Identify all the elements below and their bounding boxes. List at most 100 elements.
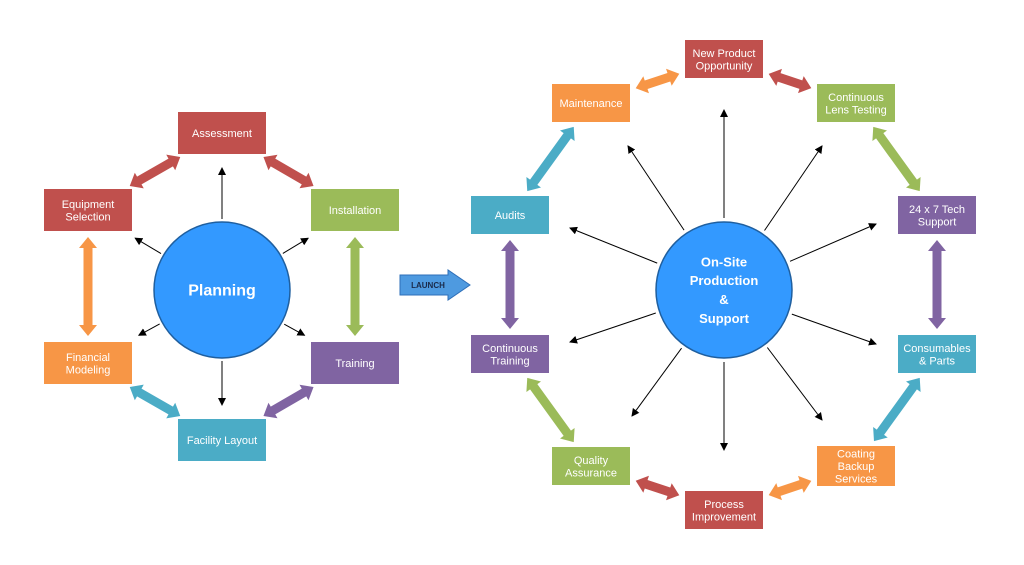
planning-hub-label: Planning (188, 283, 256, 300)
maintenance-box: Maintenance (552, 84, 630, 122)
maintenance-label: Maintenance (560, 98, 623, 110)
facility-layout-box: Facility Layout (178, 419, 266, 461)
production-hub-label: & (719, 292, 728, 307)
installation-label: Installation (329, 205, 382, 217)
spoke-arrow-equipment-selection (134, 237, 162, 255)
financial-modeling-box-fill (44, 342, 132, 384)
assessment-box: Assessment (178, 112, 266, 154)
planning-hub: Planning (153, 221, 291, 359)
connector-audits-maintenance (526, 126, 575, 192)
planning-hub-circle (153, 221, 291, 359)
spoke-arrow-continuous-lens-testing (764, 145, 823, 231)
continuous-lens-testing-box-fill (817, 84, 895, 122)
production-hub-label: On-Site (701, 254, 747, 269)
facility-layout-box-fill (178, 419, 266, 461)
process-improvement-label: Improvement (692, 511, 756, 523)
launch-arrow-shape (399, 269, 471, 301)
coating-backup-services-label: Coating (837, 449, 875, 461)
connector-process-improvement-quality-assurance (635, 475, 680, 501)
tech-support-label: Support (918, 216, 957, 228)
connector-continuous-training-audits (501, 240, 519, 329)
quality-assurance-box-fill (552, 447, 630, 485)
tech-support-label: 24 x 7 Tech (909, 204, 965, 216)
connector-coating-backup-services-process-improvement (768, 475, 812, 501)
consumables-parts-box-fill (898, 335, 976, 373)
continuous-training-label: Continuous (482, 343, 538, 355)
production-hub-label: Support (699, 311, 749, 326)
installation-box-fill (311, 189, 399, 231)
coating-backup-services-label: Backup (838, 461, 875, 473)
audits-label: Audits (495, 210, 526, 222)
training-label: Training (335, 358, 374, 370)
continuous-lens-testing-label: Lens Testing (825, 104, 887, 116)
spoke-arrow-maintenance (627, 145, 685, 231)
connector-new-product-opportunity-continuous-lens-testing (768, 68, 812, 94)
connector-assessment-installation (263, 154, 314, 189)
spoke-arrows (134, 109, 877, 451)
spoke-arrow-installation (282, 237, 309, 254)
new-product-opportunity-label: Opportunity (696, 60, 753, 72)
coating-backup-services-box-fill (817, 446, 895, 486)
connector-installation-training (346, 237, 364, 336)
spoke-arrow-audits (569, 226, 658, 264)
continuous-lens-testing-label: Continuous (828, 92, 884, 104)
financial-modeling-label: Modeling (66, 364, 111, 376)
connector-training-facility-layout (263, 384, 314, 419)
spoke-arrow-quality-assurance (631, 347, 682, 417)
connector-tech-support-consumables-parts (928, 240, 946, 329)
new-product-opportunity-box-fill (685, 40, 763, 78)
spoke-arrow-financial-modeling (137, 323, 160, 336)
audits-box: Audits (471, 196, 549, 234)
spoke-arrow-consumables-parts (791, 313, 877, 346)
audits-box-fill (471, 196, 549, 234)
cycle-connectors (79, 68, 946, 501)
consumables-parts-label: & Parts (919, 355, 956, 367)
consumables-parts-label: Consumables (903, 343, 971, 355)
launch-label: LAUNCH (411, 281, 445, 290)
maintenance-box-fill (552, 84, 630, 122)
financial-modeling-label: Financial (66, 352, 110, 364)
spoke-arrow-tech-support (789, 223, 877, 262)
spoke-arrow-training (284, 323, 306, 336)
connector-consumables-parts-coating-backup-services (873, 377, 921, 442)
continuous-training-label: Training (490, 355, 529, 367)
facility-layout-label: Facility Layout (187, 435, 257, 447)
assessment-label: Assessment (192, 128, 252, 140)
process-improvement-label: Process (704, 499, 744, 511)
connector-maintenance-new-product-opportunity (635, 68, 680, 94)
installation-box: Installation (311, 189, 399, 231)
quality-assurance-label: Assurance (565, 467, 617, 479)
coating-backup-services-label: Services (835, 474, 878, 486)
production-hub-circle (655, 221, 793, 359)
connector-financial-modeling-equipment-selection (79, 237, 97, 336)
spoke-arrow-coating-backup-services (766, 347, 823, 421)
equipment-selection-label: Equipment (62, 199, 115, 211)
connector-facility-layout-financial-modeling (129, 384, 181, 419)
connector-quality-assurance-continuous-training (526, 377, 575, 443)
launch-arrow: LAUNCH (399, 269, 471, 301)
continuous-training-box-fill (471, 335, 549, 373)
process-improvement-box-fill (685, 491, 763, 529)
new-product-opportunity-label: New Product (693, 48, 756, 60)
production-hub-label: Production (690, 273, 759, 288)
assessment-box-fill (178, 112, 266, 154)
equipment-selection-label: Selection (65, 211, 110, 223)
spoke-arrow-continuous-training (569, 312, 656, 344)
training-box: Training (311, 342, 399, 384)
training-box-fill (311, 342, 399, 384)
quality-assurance-label: Quality (574, 455, 609, 467)
consumables-parts-box: Consumables& Parts (898, 335, 976, 373)
equipment-selection-box-fill (44, 189, 132, 231)
tech-support-box-fill (898, 196, 976, 234)
connector-continuous-lens-testing-tech-support (872, 126, 921, 192)
